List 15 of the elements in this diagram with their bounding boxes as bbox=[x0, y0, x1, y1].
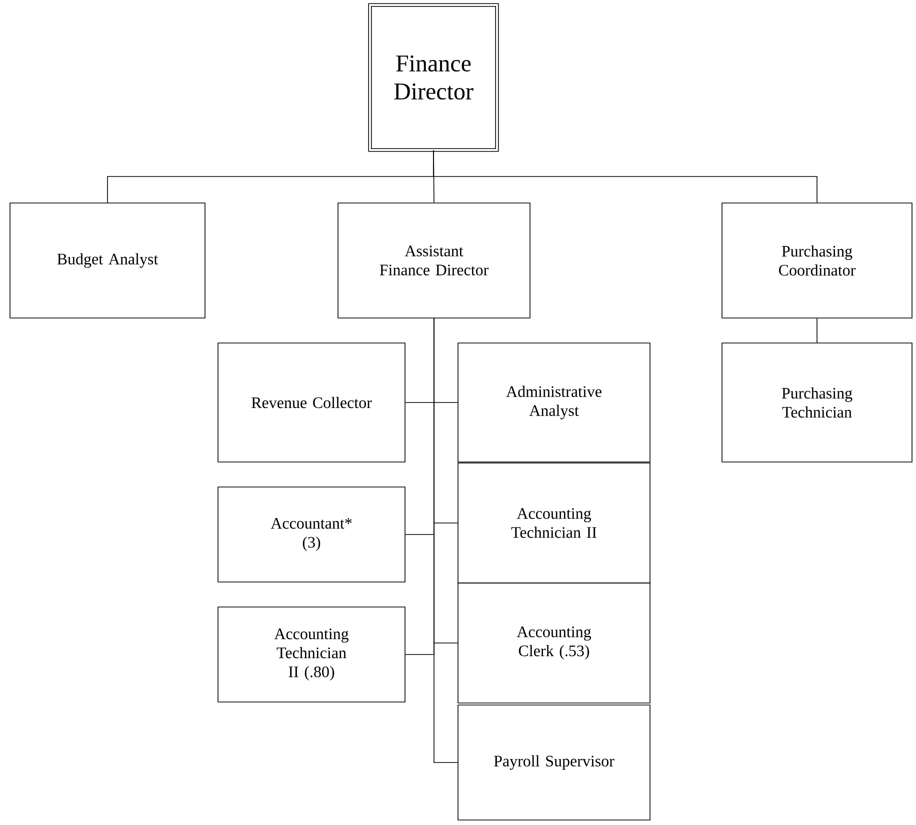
connector bbox=[816, 318, 818, 343]
org-chart-box: Accounting Clerk (.53) bbox=[458, 582, 650, 704]
org-chart-box: Revenue Collector bbox=[218, 342, 406, 462]
org-chart-box: Assistant Finance Director bbox=[338, 202, 530, 318]
org-chart-box: Accountant* (3) bbox=[218, 486, 406, 582]
org-chart-box: Payroll Supervisor bbox=[458, 704, 650, 820]
org-chart-box: Finance Director bbox=[368, 3, 499, 152]
connector bbox=[433, 150, 818, 203]
org-chart-box: Accounting Technician II bbox=[458, 462, 650, 584]
org-chart-box: Accounting Technician II (.80) bbox=[218, 606, 406, 702]
org-chart-box: Purchasing Coordinator bbox=[722, 202, 912, 318]
connector bbox=[434, 318, 458, 763]
org-chart-box: Budget Analyst bbox=[10, 202, 206, 318]
org-chart-box: Purchasing Technician bbox=[722, 342, 912, 462]
org-chart-box: Administrative Analyst bbox=[458, 342, 650, 462]
